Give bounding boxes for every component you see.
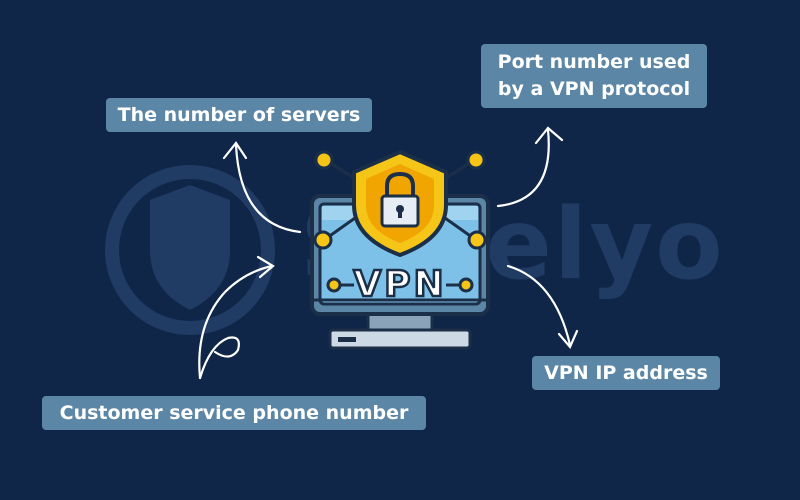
label-port-line1: Port number used <box>497 51 691 73</box>
arrow-to-ip-head <box>557 329 579 350</box>
label-port-number: Port number used by a VPN protocol <box>481 44 707 108</box>
label-number-of-servers: The number of servers <box>106 98 372 132</box>
arrow-to-servers <box>234 143 302 234</box>
arrow-to-port-head <box>534 126 564 145</box>
arrow-to-ip <box>506 264 572 347</box>
circuit-nodes <box>313 150 487 293</box>
arrow-to-servers-head <box>222 141 248 160</box>
arrow-to-port <box>496 128 550 208</box>
screen-vpn-text: VPN <box>353 264 446 305</box>
label-vpn-ip-address: VPN IP address <box>532 356 720 390</box>
arrow-from-phone <box>198 264 274 380</box>
label-port-line2: by a VPN protocol <box>497 78 691 100</box>
label-customer-service-phone: Customer service phone number <box>42 396 426 430</box>
arrow-from-phone-head <box>256 255 275 279</box>
arrow-from-phone-loop <box>198 336 240 380</box>
shield-lock-icon <box>352 149 448 258</box>
